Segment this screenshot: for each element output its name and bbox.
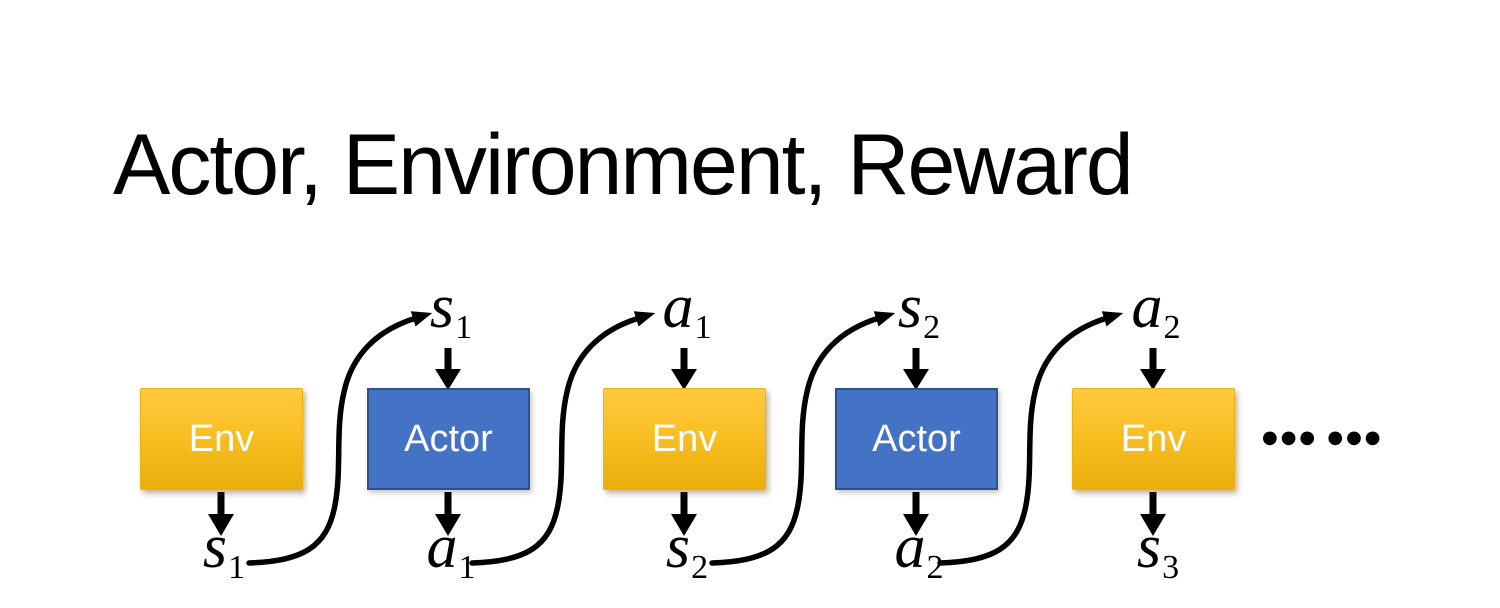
bottom-label-s2: s2 <box>665 513 709 586</box>
box-label: Env <box>1120 417 1187 460</box>
top-label-a2: a2 <box>1131 273 1181 346</box>
top-label-s2: s2 <box>897 273 941 346</box>
box-label: Env <box>188 417 255 460</box>
env-box-2: Env <box>603 388 766 490</box>
down-arrow-out-env3 <box>1140 492 1166 536</box>
curved-arrow-s1 <box>246 311 433 566</box>
ellipsis-dots: ●●● ●●● <box>1262 427 1384 448</box>
bottom-label-s3: s3 <box>1136 513 1180 586</box>
box-label: Actor <box>872 417 961 460</box>
down-arrow-out-actor1 <box>435 492 461 536</box>
down-arrow-into-actor2 <box>903 348 929 390</box>
env-box-3: Env <box>1072 388 1235 490</box>
box-label: Actor <box>404 417 493 460</box>
bottom-label-a1: a1 <box>426 513 476 586</box>
bottom-label-a2: a2 <box>894 513 944 586</box>
curved-arrow-a1 <box>469 311 656 566</box>
actor-box-2: Actor <box>835 388 998 490</box>
down-arrow-out-env2 <box>671 492 697 536</box>
env-box-1: Env <box>140 388 303 490</box>
box-label: Env <box>651 417 718 460</box>
actor-box-1: Actor <box>367 388 530 490</box>
down-arrow-into-env2 <box>671 348 697 390</box>
curved-arrow-s2 <box>709 311 896 566</box>
down-arrow-out-actor2 <box>903 492 929 536</box>
curved-arrow-a2 <box>937 311 1124 566</box>
bottom-label-s1: s1 <box>202 513 246 586</box>
down-arrow-into-env3 <box>1140 348 1166 390</box>
page-title: Actor, Environment, Reward <box>113 117 1134 213</box>
down-arrow-into-actor1 <box>435 348 461 390</box>
down-arrow-out-env1 <box>208 492 234 536</box>
top-label-s1: s1 <box>429 273 473 346</box>
top-label-a1: a1 <box>662 273 712 346</box>
